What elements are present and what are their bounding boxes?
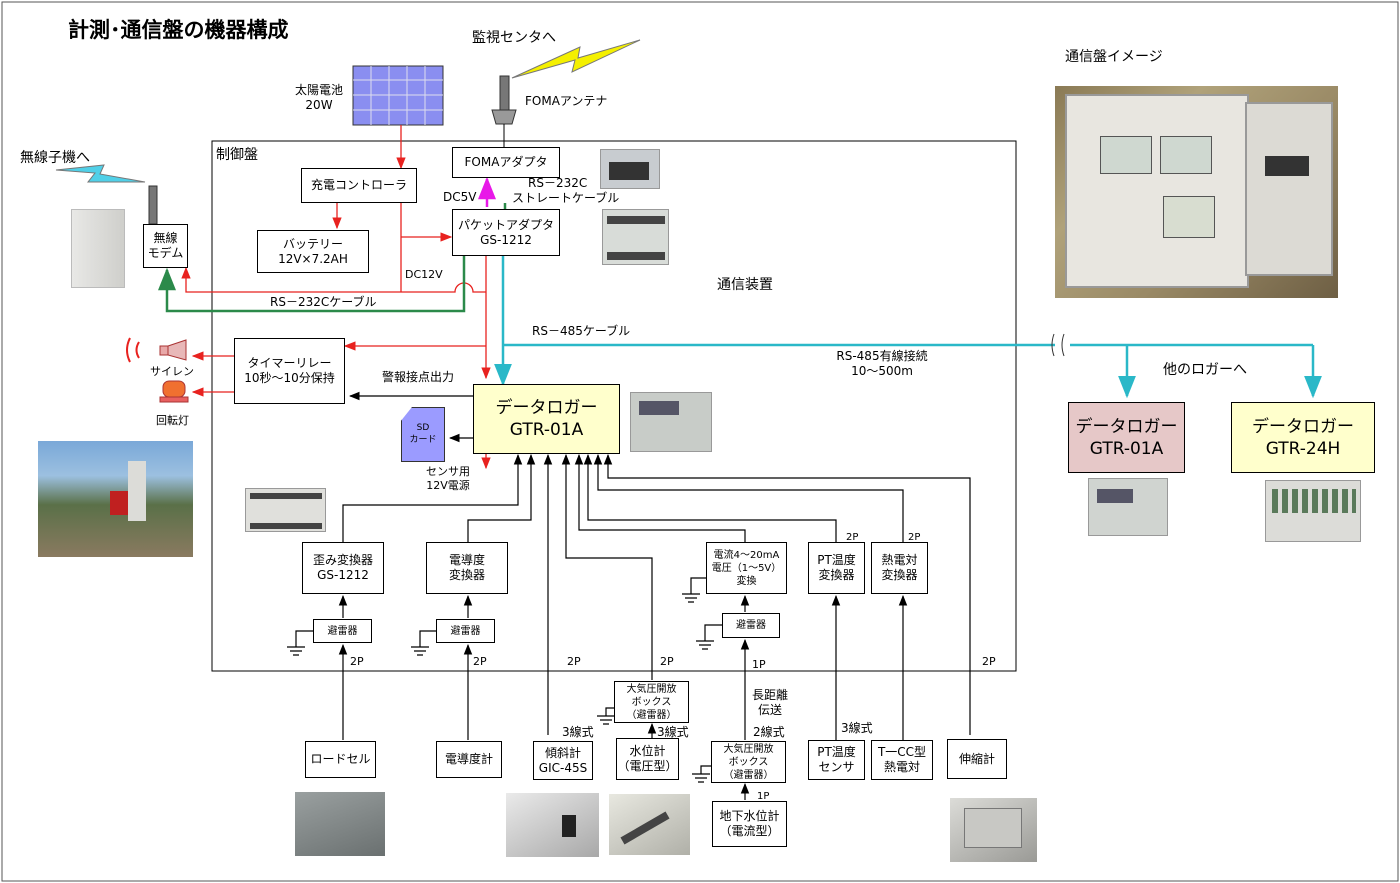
three-wire-tilt: 3線式: [562, 725, 594, 739]
ground-symbols: [287, 577, 722, 783]
pt-converter-box: PT温度変換器: [808, 542, 865, 594]
solar-panel-graphic: [352, 65, 444, 126]
foma-adapter-photo: [600, 149, 660, 189]
panel-image-label: 通信盤イメージ: [1065, 49, 1163, 65]
arrester-conductivity: 避雷器: [436, 619, 495, 643]
extensometer-photo: [950, 798, 1037, 862]
extensometer-box: 伸縮計: [947, 739, 1007, 779]
foma-antenna-label: FOMAアンテナ: [525, 94, 608, 108]
signal-bolt-center: [511, 39, 641, 79]
wire-2p-tc: 2P: [908, 532, 921, 543]
remote-logger-01a-photo: [1088, 478, 1168, 536]
strain-converter-photo: [245, 488, 326, 532]
barometric-box-upper: 大気圧開放ボックス（避雷器）: [614, 681, 689, 723]
two-wire-ground: 2線式: [753, 725, 785, 739]
control-panel-border: [211, 140, 1017, 672]
modem-antenna: [148, 185, 158, 225]
tilt-meter-photo: [506, 793, 599, 857]
modem-box: 無線モデム: [143, 224, 188, 268]
wireless-slave-label: 無線子機へ: [20, 150, 90, 166]
rotating-light-label: 回転灯: [156, 414, 189, 427]
dc12v-label: DC12V: [405, 268, 443, 281]
load-cell-box: ロードセル: [305, 741, 376, 778]
conductivity-meter-box: 電導度計: [436, 741, 502, 778]
site-photo: [38, 441, 193, 557]
load-cell-photo: [295, 792, 385, 856]
wire-2p-water: 2P: [660, 655, 674, 668]
siren-label: サイレン: [150, 365, 194, 378]
remote-logger-24h-photo: [1265, 480, 1361, 542]
monitor-center-label: 監視センタへ: [472, 30, 556, 46]
rs485-cable-label: RS－485ケーブル: [532, 324, 631, 338]
three-wire-pt: 3線式: [841, 721, 873, 735]
logger-photo: [630, 392, 712, 452]
comm-device-label: 通信装置: [717, 277, 773, 293]
foma-antenna-graphic: [491, 75, 517, 125]
control-panel-label: 制御盤: [216, 147, 258, 163]
charge-controller-box: 充電コントローラ: [301, 168, 417, 203]
thermocouple-converter-box: 熱電対変換器: [871, 542, 928, 594]
arrester-current: 避雷器: [722, 613, 780, 638]
arrester-strain: 避雷器: [313, 619, 372, 643]
three-wire-water: 3線式: [657, 725, 689, 739]
diagram-title: 計測･通信盤の機器構成: [68, 18, 289, 42]
panel-photo: [1055, 86, 1338, 298]
wire-1p-ground: 1P: [757, 791, 770, 802]
rs232c-cable-label: RS－232Cケーブル: [270, 295, 377, 309]
groundwater-meter-box: 地下水位計（電流型）: [712, 801, 787, 847]
other-logger-label: 他のロガーへ: [1163, 362, 1247, 378]
signal-bolt-slave: [55, 164, 146, 183]
wire-2p-strain: 2P: [350, 655, 364, 668]
wire-2p-tilt: 2P: [567, 655, 581, 668]
cable-break-mark: [1051, 333, 1065, 357]
wire-2p-extenso: 2P: [982, 655, 996, 668]
pt-sensor-box: PT温度センサ: [808, 740, 865, 780]
foma-adapter-box: FOMAアダプタ: [452, 147, 560, 178]
water-level-meter-box: 水位計（電圧型）: [616, 738, 679, 780]
wire-1p-current: 1P: [752, 658, 766, 671]
wire-2p-pt: 2P: [846, 532, 859, 543]
siren-graphic: [126, 337, 187, 363]
rotating-light-graphic: [159, 380, 189, 403]
conductivity-converter-box: 電導度変換器: [426, 542, 508, 594]
dc5v-label: DC5V: [443, 190, 477, 204]
packet-adapter-photo: [602, 209, 669, 265]
barometric-box-lower: 大気圧開放ボックス（避雷器）: [711, 741, 786, 783]
water-level-photo: [609, 794, 690, 855]
long-distance-label: 長距離伝送: [751, 688, 788, 717]
wire-2p-conduct: 2P: [473, 655, 487, 668]
alarm-output-label: 警報接点出力: [382, 370, 455, 384]
thermocouple-sensor-box: T一CC型熱電対: [871, 740, 933, 780]
modem-photo: [71, 209, 125, 288]
